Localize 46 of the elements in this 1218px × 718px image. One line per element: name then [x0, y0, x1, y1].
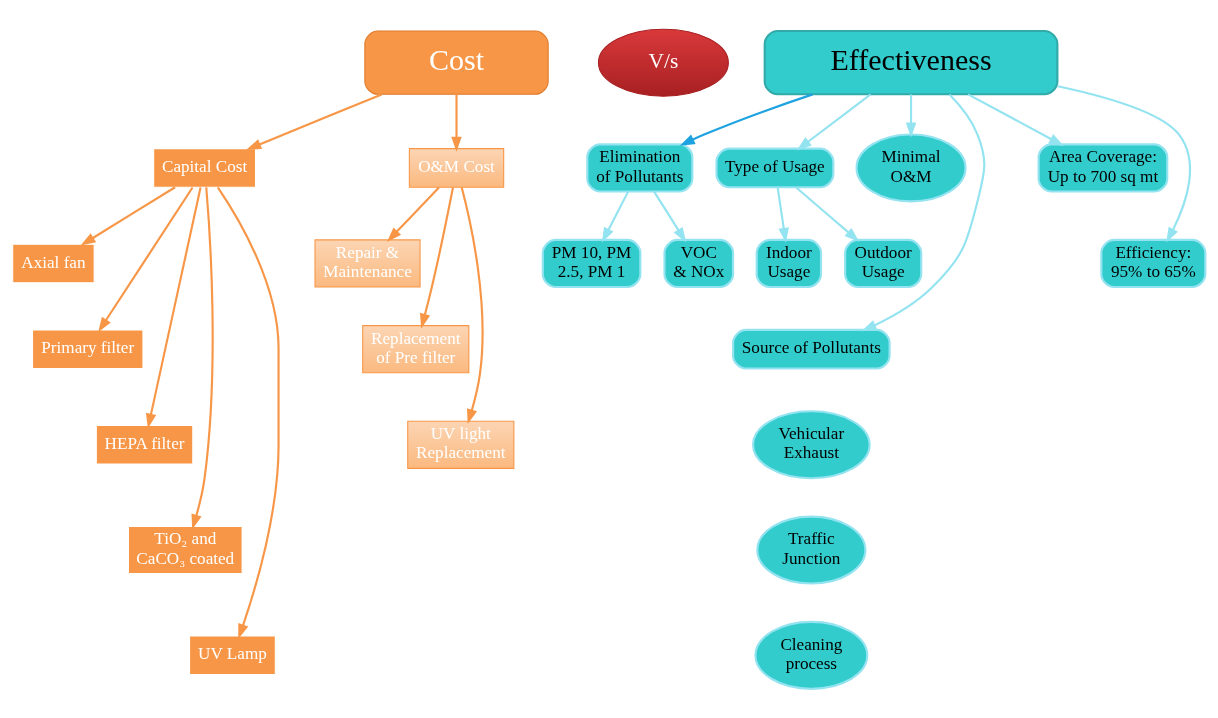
node-box: PM 10, PM 2.5, PM 1 — [541, 238, 642, 289]
arrow — [679, 93, 813, 146]
node-box: Source of Pollutants — [732, 328, 891, 370]
arrow — [776, 187, 789, 243]
node-box: Area Coverage: Up to 700 sq mt — [1037, 143, 1169, 193]
arrow — [1057, 85, 1191, 243]
arrow — [601, 191, 630, 243]
node-box: TiO₂ and CaCO₃ coated — [127, 525, 243, 575]
arrow — [216, 186, 280, 639]
arrow — [419, 187, 454, 329]
arrow — [905, 94, 917, 138]
arrow — [80, 186, 176, 246]
node-box: Primary filter — [32, 329, 144, 370]
node-box: Capital Cost — [153, 148, 257, 188]
node-ellipse: Minimal O&M — [855, 133, 967, 203]
node-ellipse: Vehicular Exhaust — [751, 410, 871, 480]
node-box: HEPA filter — [95, 424, 194, 465]
arrow — [191, 187, 214, 530]
node-box: Type of Usage — [715, 147, 835, 189]
node-box: Elimination of Pollutants — [586, 143, 694, 193]
node-box: Effectiveness — [763, 29, 1059, 96]
node-box: VOC & NOx — [663, 238, 735, 289]
arrow — [246, 93, 382, 150]
node-box: Cost — [364, 30, 549, 95]
arrow — [98, 186, 194, 333]
node-ellipse: Traffic Junction — [756, 515, 867, 585]
arrow — [796, 93, 872, 151]
node-box: UV Lamp — [189, 635, 276, 676]
node-box: Efficiency: 95% to 65% — [1100, 238, 1207, 289]
node-ellipse: V/s — [597, 28, 729, 97]
node-box: Replacement of Pre filter — [362, 325, 470, 374]
arrow — [451, 94, 462, 152]
arrow — [653, 191, 687, 243]
arrow — [460, 187, 484, 425]
node-box: UV light Replacement — [407, 420, 515, 469]
arrow — [145, 187, 202, 429]
arrow — [861, 93, 986, 332]
arrow — [795, 186, 860, 242]
node-ellipse: Cleaning process — [754, 620, 869, 690]
node-box: Repair & Maintenance — [314, 239, 421, 288]
arrow — [967, 93, 1064, 146]
node-box: Indoor Usage — [755, 238, 823, 289]
arrow — [386, 186, 440, 243]
node-box: Outdoor Usage — [844, 238, 923, 289]
node-box: Axial fan — [12, 243, 95, 284]
node-box: O&M Cost — [408, 148, 505, 188]
